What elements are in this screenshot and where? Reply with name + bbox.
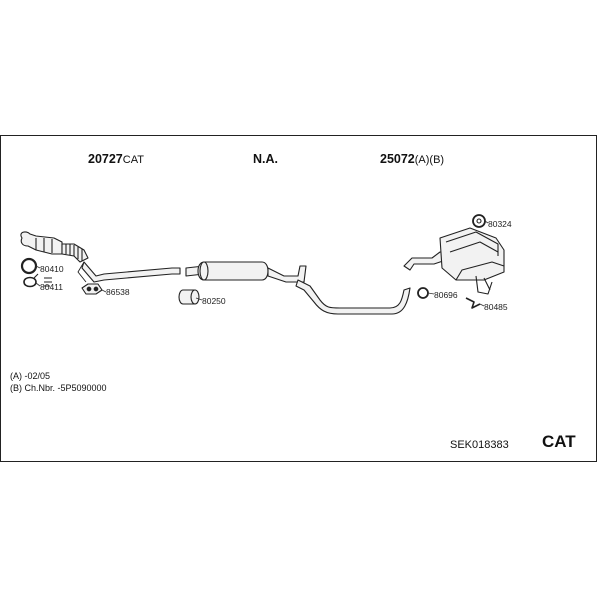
diagram-frame — [0, 135, 597, 462]
bracket-86538 — [81, 283, 103, 295]
part-label-80485: 80485 — [484, 302, 508, 312]
clamp-80411 — [23, 273, 39, 288]
group-label-middle: N.A. — [253, 152, 278, 166]
category-label: CAT — [542, 432, 576, 451]
part-label-80411: 80411 — [40, 282, 64, 292]
group-label-rear: 25072(A)(B) — [380, 152, 444, 166]
group-suffix: (A)(B) — [414, 154, 445, 166]
middle-silencer — [185, 261, 307, 283]
note-a: (A) -02/05 — [10, 371, 51, 381]
rear-pipe — [295, 279, 411, 315]
ring-80324 — [472, 214, 486, 228]
hanger-80696 — [417, 287, 429, 299]
group-number: 25072 — [380, 152, 415, 166]
group-suffix: CAT — [122, 154, 144, 166]
clamp-80250 — [178, 289, 200, 305]
group-label-catalyst: 20727CAT — [88, 152, 144, 166]
group-number: 20727 — [88, 152, 123, 166]
catalytic-converter — [20, 231, 63, 255]
part-label-86538: 86538 — [106, 287, 130, 297]
hanger-80485 — [465, 297, 481, 309]
rear-silencer — [403, 227, 505, 295]
part-label-80410: 80410 — [40, 264, 64, 274]
set-code: SEK018383 — [450, 439, 509, 451]
leader-lines — [35, 220, 489, 307]
bolts-small — [44, 277, 52, 287]
front-pipe — [77, 261, 181, 283]
part-label-80696: 80696 — [434, 290, 458, 300]
gasket-80410 — [20, 257, 38, 275]
group-number: N.A. — [253, 152, 278, 166]
part-label-80324: 80324 — [488, 219, 512, 229]
note-b: (B) Ch.Nbr. -5P5090000 — [10, 383, 107, 393]
flex-pipe — [61, 243, 89, 263]
part-label-80250: 80250 — [202, 296, 226, 306]
